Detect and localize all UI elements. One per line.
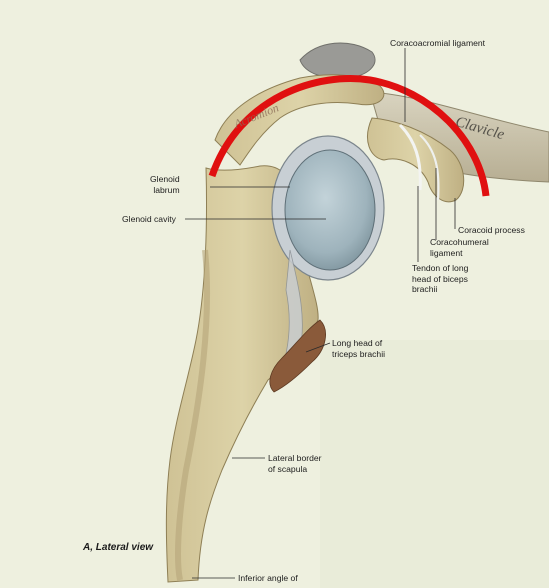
label-glenoid-cavity: Glenoid cavity (122, 214, 176, 224)
acromion-bone (214, 74, 385, 166)
leader-triceps (305, 342, 331, 353)
label-lateral-border: Lateral border of scapula (268, 453, 322, 474)
label-glenoid-labrum: Glenoid labrum (150, 174, 180, 195)
label-coracoid-process: Coracoid process (458, 225, 525, 235)
label-coracohumeral-ligament: Coracohumeral ligament (430, 237, 489, 258)
annotation-arc (208, 75, 490, 197)
label-inferior-angle: Inferior angle of (238, 573, 298, 583)
coracohumeral-strand (419, 134, 440, 201)
label-long-head-triceps: Long head of triceps brachii (332, 338, 386, 359)
background-page-area (320, 340, 549, 588)
triceps-long-head-origin (269, 319, 326, 393)
label-coracoacromial-ligament: Coracoacromial ligament (390, 38, 486, 48)
coracoid-process-bone (367, 117, 465, 203)
figure-caption: A, Lateral view (83, 542, 154, 553)
lateral-border-ridge (175, 249, 211, 581)
label-tendon-biceps: Tendon of long head of biceps brachii (412, 263, 469, 294)
glenoid-cavity-surface (284, 149, 376, 271)
biceps-tendon-strand (398, 123, 422, 191)
leader-lines (185, 48, 456, 579)
coracoacromial-ligament-shape (299, 42, 376, 79)
